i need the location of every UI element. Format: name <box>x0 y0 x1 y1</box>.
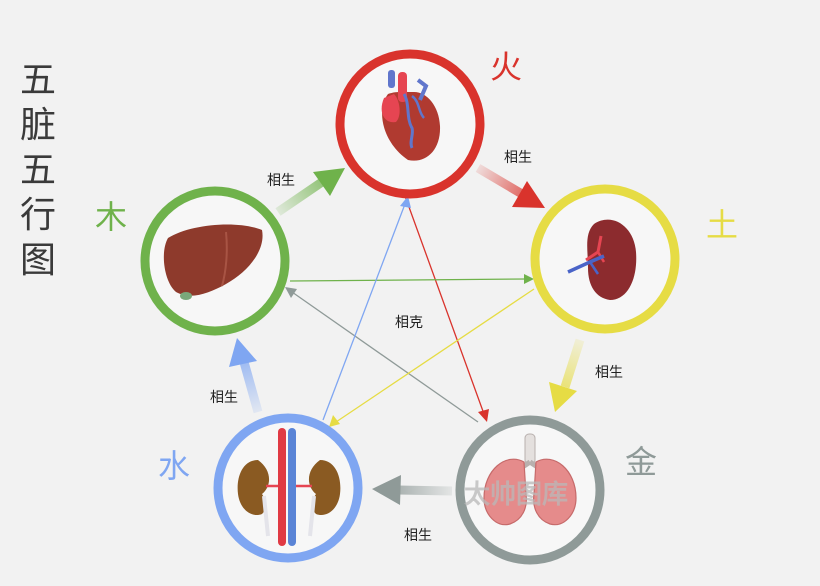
restrain-arrow-fire-metal <box>404 195 489 422</box>
watermark: 太帅图库 <box>464 480 568 510</box>
restrain-arrow-metal-wood <box>285 287 479 423</box>
restrain-arrow-earth-water <box>329 288 535 427</box>
page-title: 五 脏 五 行 图 <box>14 58 62 283</box>
element-label-fire: 火 <box>490 48 522 86</box>
title-char: 五 <box>19 60 56 101</box>
title-char: 行 <box>19 195 56 236</box>
earth-node <box>530 184 680 334</box>
wood-node <box>140 186 290 336</box>
generate-arrow-water-wood <box>229 338 263 414</box>
generate-label-water-wood: 相生 <box>210 390 238 406</box>
title-char: 脏 <box>19 105 56 146</box>
spleen-icon <box>567 219 637 300</box>
element-label-water: 水 <box>158 447 190 485</box>
restrain-arrows <box>285 195 535 427</box>
element-label-metal: 金 <box>625 443 657 481</box>
generate-label-metal-water: 相生 <box>404 528 432 544</box>
lungs-icon <box>483 433 577 526</box>
element-label-wood: 木 <box>95 198 127 236</box>
generate-label-fire-earth: 相生 <box>504 150 532 166</box>
generate-arrow-metal-water <box>372 475 453 505</box>
restrain-label: 相克 <box>395 315 423 331</box>
restrain-arrow-water-fire <box>322 196 411 421</box>
generate-label-earth-metal: 相生 <box>595 365 623 381</box>
metal-ring <box>455 415 605 565</box>
generate-arrow-wood-fire <box>275 168 345 216</box>
water-node <box>213 413 363 563</box>
fire-node <box>335 49 485 199</box>
generate-arrows <box>229 164 585 505</box>
generate-arrow-earth-metal <box>549 338 585 412</box>
kidney-icon <box>237 428 341 546</box>
title-char: 五 <box>19 150 56 191</box>
element-label-earth: 土 <box>706 206 738 244</box>
restrain-arrow-wood-earth <box>289 274 534 284</box>
heart-icon <box>381 70 441 161</box>
generate-label-wood-fire: 相生 <box>267 173 295 189</box>
generate-arrow-fire-earth <box>475 164 545 208</box>
metal-node <box>455 415 605 565</box>
title-char: 图 <box>19 240 56 281</box>
liver-icon <box>163 224 263 300</box>
